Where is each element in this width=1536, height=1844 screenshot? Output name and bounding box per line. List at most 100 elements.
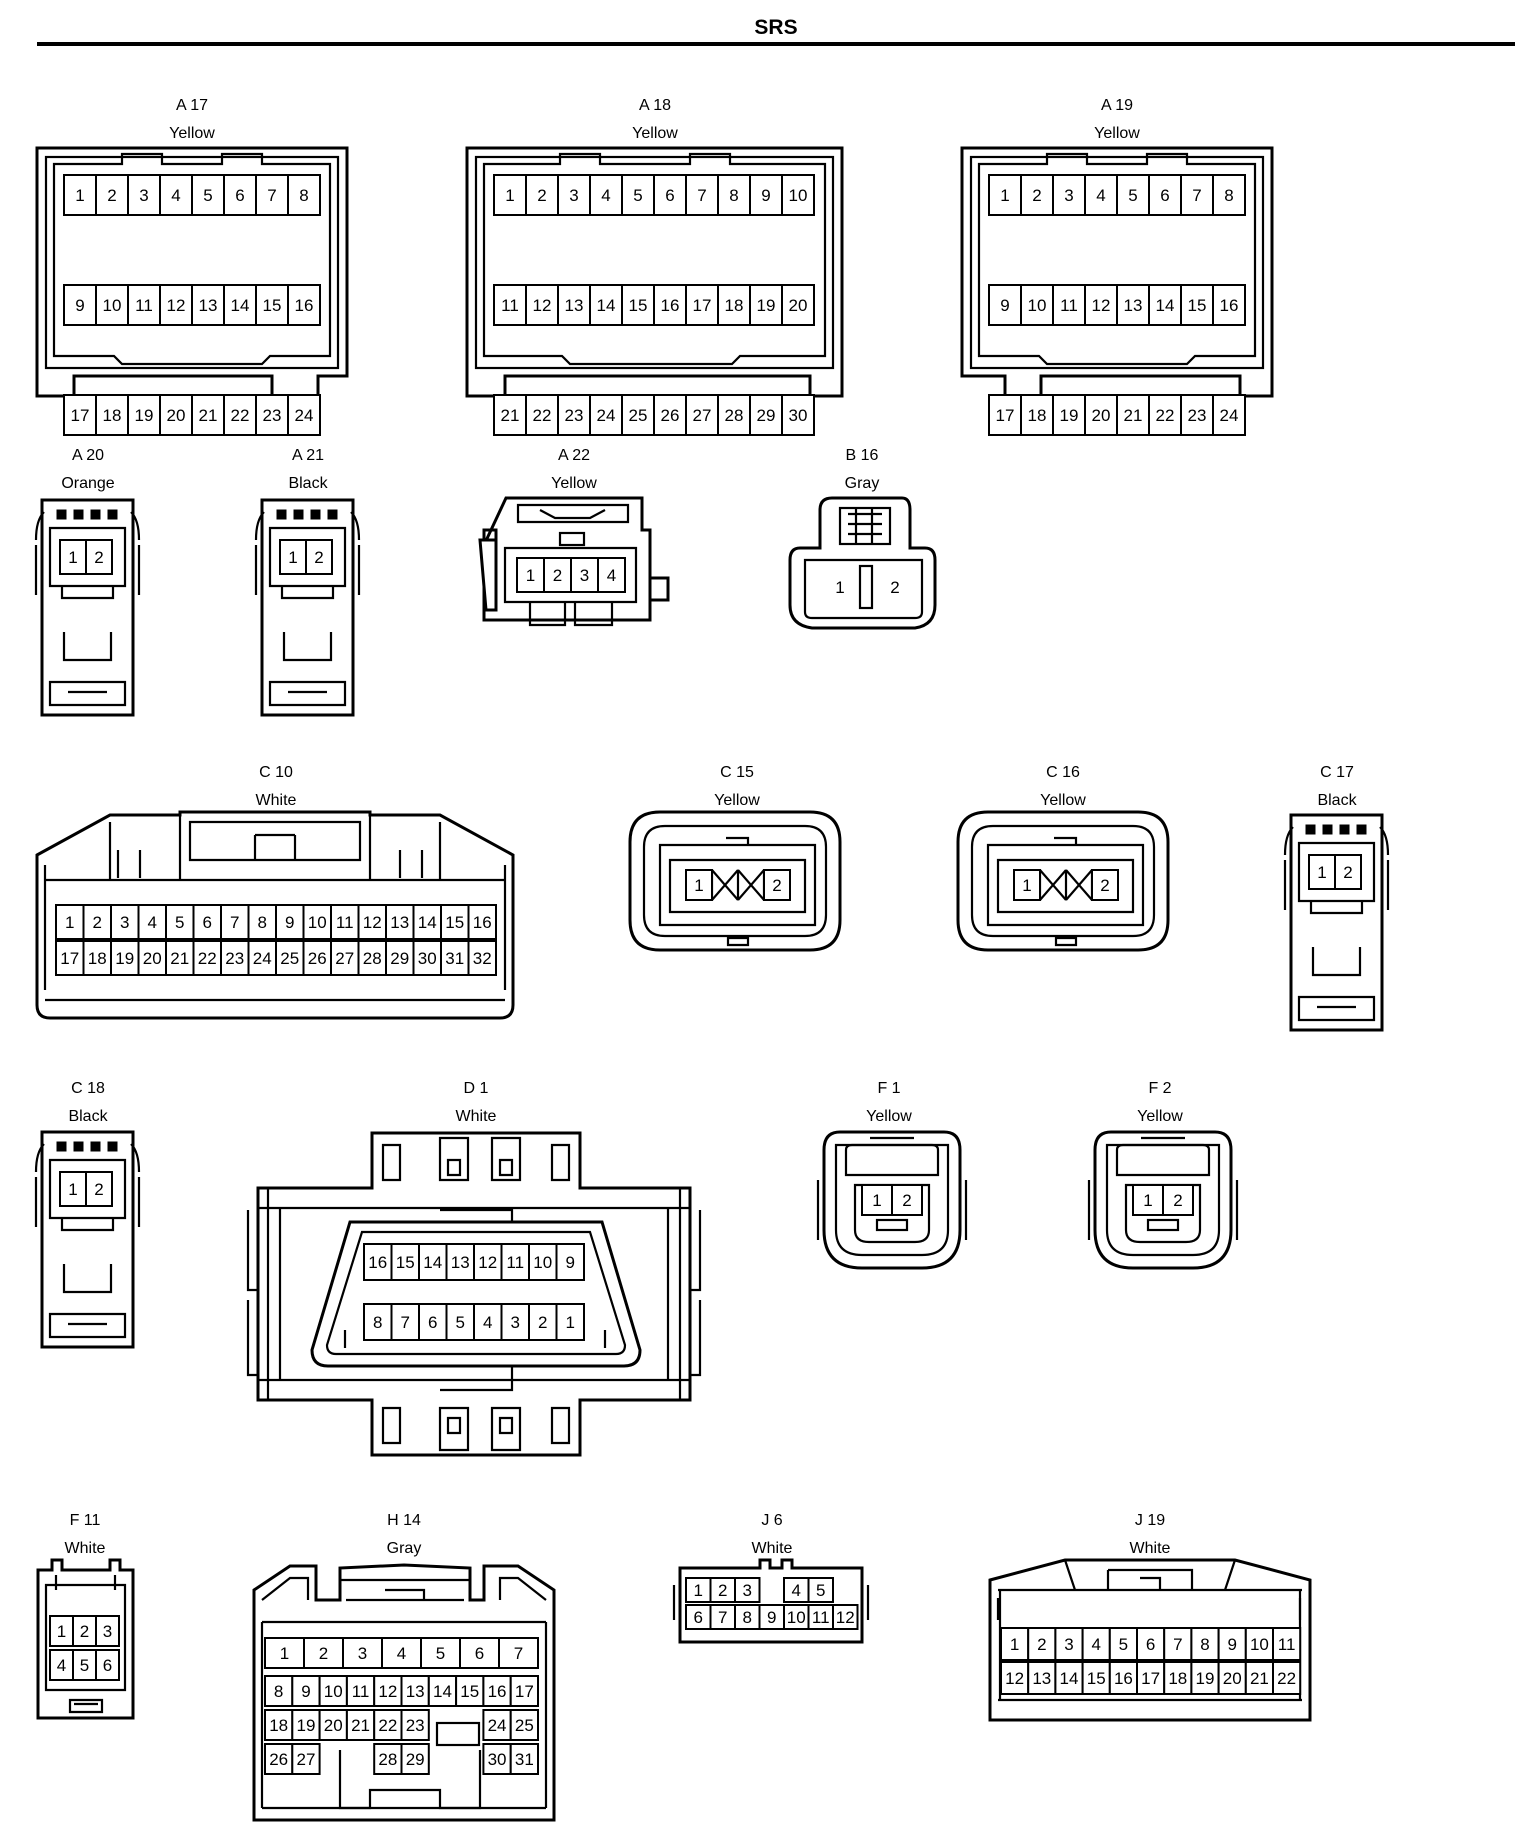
- pin-label: 15: [460, 1682, 479, 1701]
- pin-8: 8: [734, 1604, 761, 1630]
- pin-9: 9: [758, 1604, 785, 1630]
- pin-label: 15: [263, 296, 282, 315]
- pin-box: [95, 1649, 120, 1681]
- connector-id: F 11: [70, 1512, 101, 1529]
- pin-label: 10: [308, 913, 327, 932]
- pin-box: [597, 557, 626, 593]
- pin-label: 2: [1100, 876, 1109, 895]
- pin-4: 4: [473, 1303, 503, 1341]
- pin-label: 5: [456, 1313, 465, 1332]
- pin-label: 13: [451, 1253, 470, 1272]
- pin-label: 3: [358, 1644, 367, 1663]
- pin-box: [709, 1577, 736, 1603]
- connector-color: White: [65, 1540, 106, 1557]
- pin-label: 13: [406, 1682, 425, 1701]
- pin-box: [1084, 174, 1118, 216]
- pin-2: 2: [305, 539, 333, 575]
- pin-1: 1: [59, 539, 87, 575]
- pin-label: 1: [1010, 1635, 1019, 1654]
- pin-label: 7: [230, 913, 239, 932]
- pin-label: 9: [566, 1253, 575, 1272]
- pin-label: 31: [445, 949, 464, 968]
- pin-22: 22: [223, 394, 257, 436]
- pin-label: 13: [1032, 1669, 1051, 1688]
- connector-id: A 19: [1101, 97, 1133, 114]
- pin-label: 6: [103, 1656, 112, 1675]
- pin-4: 4: [381, 1637, 422, 1669]
- pin-box: [357, 940, 387, 976]
- pin-label: 10: [1250, 1635, 1269, 1654]
- pin-label: 3: [569, 186, 578, 205]
- pin-1: 1: [59, 1171, 87, 1207]
- pin-box: [988, 284, 1022, 326]
- pin-box: [412, 940, 442, 976]
- pin-label: 19: [135, 406, 154, 425]
- pin-2: 2: [891, 1184, 923, 1216]
- pin-29: 29: [749, 394, 783, 436]
- pin-label: 14: [418, 913, 437, 932]
- pin-12: 12: [1000, 1661, 1030, 1695]
- pin-28: 28: [717, 394, 751, 436]
- pin-13: 13: [191, 284, 225, 326]
- pin-box: [891, 1184, 923, 1216]
- pin-4: 4: [783, 1577, 810, 1603]
- connector-color: Black: [68, 1108, 108, 1125]
- pin-1: 1: [1000, 1627, 1030, 1661]
- pin-label: 15: [629, 296, 648, 315]
- pin-label: 2: [537, 186, 546, 205]
- pin-label: 1: [1000, 186, 1009, 205]
- pin-box: [1217, 1661, 1247, 1695]
- pin-8: 8: [1190, 1627, 1220, 1661]
- pin-3: 3: [1052, 174, 1086, 216]
- connector-id: C 16: [1046, 764, 1080, 781]
- pin-label: 15: [396, 1253, 415, 1272]
- pin-box: [1217, 1627, 1247, 1661]
- pin-1: 1: [1132, 1184, 1164, 1216]
- pin-label: 11: [501, 296, 519, 315]
- pin-26: 26: [264, 1743, 294, 1775]
- pin-1: 1: [685, 1577, 712, 1603]
- pin-label: 3: [511, 1313, 520, 1332]
- connector-color: Black: [1317, 792, 1357, 809]
- pin-box: [1054, 1627, 1084, 1661]
- pin-21: 21: [165, 940, 195, 976]
- pin-label: 26: [661, 406, 680, 425]
- pin-box: [291, 1675, 321, 1707]
- pin-label: 25: [629, 406, 648, 425]
- pin-2: 2: [543, 557, 572, 593]
- pin-box: [275, 940, 305, 976]
- pin-3: 3: [500, 1303, 530, 1341]
- pin-label: 2: [890, 578, 899, 597]
- pin-13: 13: [385, 904, 415, 940]
- pin-label: 22: [378, 1716, 397, 1735]
- pin-box: [82, 904, 112, 940]
- pin-box: [525, 394, 559, 436]
- pin-label: 5: [816, 1581, 825, 1600]
- pin-box: [165, 940, 195, 976]
- pin-box: [159, 394, 193, 436]
- pin-20: 20: [1084, 394, 1118, 436]
- pin-6: 6: [418, 1303, 448, 1341]
- pin-label: 6: [1146, 1635, 1155, 1654]
- pin-label: 8: [299, 186, 308, 205]
- pin-label: 2: [94, 548, 103, 567]
- pin-6: 6: [223, 174, 257, 216]
- pin-15: 15: [440, 904, 470, 940]
- pin-17: 17: [988, 394, 1022, 436]
- pin-label: 19: [1196, 1669, 1215, 1688]
- pin-box: [373, 1709, 403, 1741]
- pin-label: 5: [175, 913, 184, 932]
- pin-box: [363, 1243, 393, 1281]
- pin-box: [95, 1615, 120, 1647]
- pin-box: [303, 1637, 344, 1669]
- pin-5: 5: [807, 1577, 834, 1603]
- pin-box: [763, 869, 791, 901]
- pin-17: 17: [55, 940, 85, 976]
- pin-box: [427, 1675, 458, 1707]
- pin-10: 10: [1244, 1627, 1275, 1661]
